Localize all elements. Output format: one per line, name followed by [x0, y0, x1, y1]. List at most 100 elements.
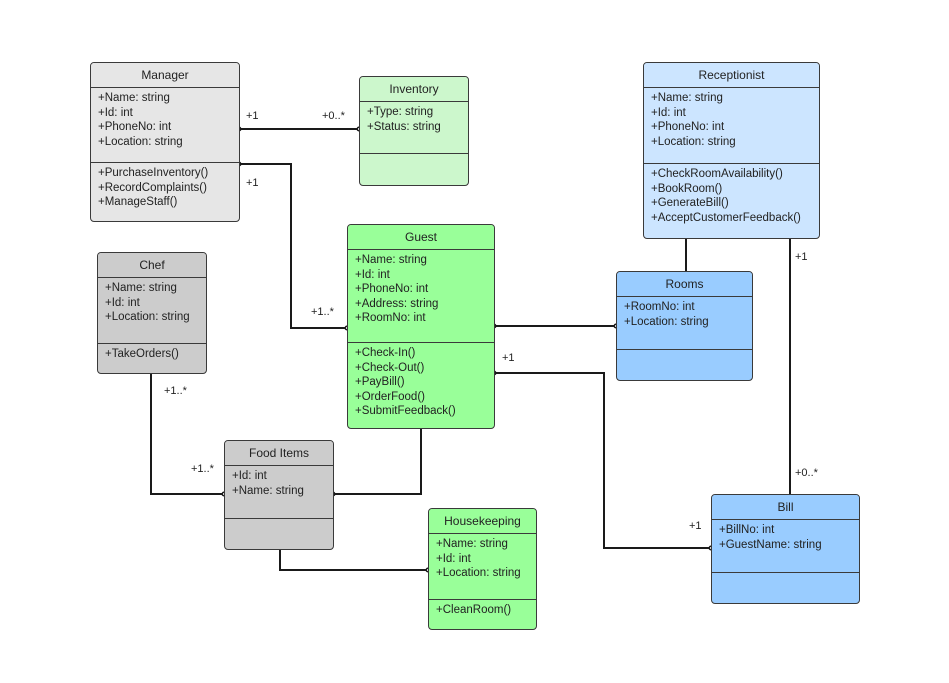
class-manager-attribute: +Name: string — [98, 92, 170, 104]
class-rooms-methods — [617, 349, 752, 380]
multiplicity-guest-bill-dst: +1 — [689, 520, 702, 532]
class-inventory-name: Inventory — [389, 82, 439, 96]
class-housekeeping-name: Housekeeping — [444, 514, 521, 528]
class-bill-attribute: +BillNo: int — [719, 524, 775, 536]
class-guest-attribute: +Address: string — [355, 297, 439, 310]
class-guest-attribute: +Id: int — [355, 268, 390, 281]
class-receptionist[interactable]: Receptionist +Name: string +Id: int +Phone… — [643, 62, 820, 239]
class-guest-attribute: +RoomNo: int — [355, 312, 426, 325]
class-guest-method: +PayBill() — [355, 376, 405, 389]
class-guest-header: Guest — [348, 225, 494, 250]
class-guest-method: +Check-Out() — [355, 361, 425, 374]
class-housekeeping-attribute: +Id: int — [436, 552, 471, 565]
class-guest-name: Guest — [404, 230, 437, 244]
class-manager-method: +RecordComplaints() — [98, 181, 207, 194]
class-chef-attribute: +Location: string — [105, 311, 190, 324]
multiplicity-receptionist-bill-dst: +0..* — [795, 467, 818, 479]
class-manager-attribute: +Location: string — [98, 135, 183, 148]
class-food-items-header: Food Items — [225, 441, 333, 466]
class-chef-methods: +TakeOrders() — [98, 343, 206, 373]
class-manager-name: Manager — [141, 68, 189, 82]
class-manager-method: +ManageStaff() — [98, 196, 178, 209]
class-chef-header: Chef — [98, 253, 206, 278]
multiplicity-manager-inventory-src: +1 — [246, 110, 259, 122]
class-food-items-attributes: +Id: int +Name: string — [225, 466, 333, 518]
association-fooditems-housekeeping — [279, 548, 428, 571]
class-chef-name: Chef — [139, 258, 165, 272]
class-guest-attribute: +PhoneNo: int — [355, 283, 429, 296]
class-chef-attributes: +Name: string +Id: int +Location: string — [98, 278, 206, 343]
class-inventory-header: Inventory — [360, 77, 468, 102]
class-rooms-attribute: +RoomNo: int — [624, 301, 695, 313]
class-housekeeping-attribute: +Location: string — [436, 567, 521, 580]
class-chef-method: +TakeOrders() — [105, 348, 179, 360]
class-food-items-attribute: +Id: int — [232, 470, 267, 482]
class-receptionist-header: Receptionist — [644, 63, 819, 88]
class-manager[interactable]: Manager +Name: string +Id: int +PhoneNo: i… — [90, 62, 240, 222]
class-food-items-methods — [225, 518, 333, 549]
class-rooms-attributes: +RoomNo: int +Location: string — [617, 297, 752, 349]
class-bill-methods — [712, 572, 859, 603]
class-receptionist-attributes: +Name: string +Id: int +PhoneNo: int+Locat… — [644, 88, 819, 163]
class-chef-attribute: +Id: int — [105, 296, 140, 309]
multiplicity-guest-bill-src: +1 — [502, 352, 515, 364]
class-inventory-attribute: +Type: string — [367, 106, 434, 118]
class-bill-attribute: +GuestName: string — [719, 538, 822, 551]
class-rooms-name: Rooms — [665, 277, 704, 291]
class-receptionist-method: +AcceptCustomerFeedback() — [651, 211, 801, 224]
class-manager-attributes: +Name: string +Id: int +PhoneNo: int+Locat… — [91, 88, 239, 162]
class-manager-methods: +PurchaseInventory() +RecordComplaints() +… — [91, 162, 239, 221]
class-rooms-attribute: +Location: string — [624, 315, 709, 328]
multiplicity-chef-fooditems-src: +1..* — [164, 385, 187, 397]
class-inventory-attributes: +Type: string +Status: string — [360, 102, 468, 153]
class-bill-name: Bill — [777, 500, 794, 514]
class-housekeeping[interactable]: Housekeeping +Name: string+Id: int+Locat… — [428, 508, 537, 630]
class-chef-attribute: +Name: string — [105, 282, 177, 294]
class-guest-attribute: +Name: string — [355, 254, 427, 266]
class-receptionist-attribute: +Id: int — [651, 106, 686, 119]
class-guest-attributes: +Name: string +Id: int +PhoneNo: int+Addre… — [348, 250, 494, 342]
class-receptionist-attribute: +PhoneNo: int — [651, 121, 725, 134]
class-housekeeping-attributes: +Name: string+Id: int+Location: string — [429, 534, 536, 599]
class-chef[interactable]: Chef +Name: string +Id: int +Location: str… — [97, 252, 207, 374]
multiplicity-receptionist-bill-src: +1 — [795, 251, 808, 263]
class-manager-attribute: +PhoneNo: int — [98, 121, 172, 134]
association-guest-fooditems — [333, 427, 422, 495]
class-receptionist-method: +BookRoom() — [651, 182, 723, 195]
multiplicity-manager-guest-src: +1 — [246, 177, 259, 189]
class-guest-method: +OrderFood() — [355, 390, 425, 403]
class-bill[interactable]: Bill +BillNo: int +GuestName: string — [711, 494, 860, 604]
class-rooms[interactable]: Rooms +RoomNo: int +Location: string — [616, 271, 753, 381]
class-receptionist-method: +GenerateBill() — [651, 197, 729, 210]
class-manager-attribute: +Id: int — [98, 106, 133, 119]
class-inventory-attribute: +Status: string — [367, 120, 441, 133]
class-housekeeping-method: +CleanRoom() — [436, 604, 512, 616]
class-food-items[interactable]: Food Items +Id: int +Name: string — [224, 440, 334, 550]
class-receptionist-attribute: +Name: string — [651, 92, 723, 104]
multiplicity-manager-inventory-dst: +0..* — [322, 110, 345, 122]
class-inventory[interactable]: Inventory +Type: string +Status: string — [359, 76, 469, 186]
class-receptionist-name: Receptionist — [698, 68, 765, 82]
class-manager-method: +PurchaseInventory() — [98, 167, 209, 179]
class-receptionist-method: +CheckRoomAvailability() — [651, 168, 783, 180]
association-guest-bill — [494, 372, 711, 549]
class-bill-attributes: +BillNo: int +GuestName: string — [712, 520, 859, 572]
class-rooms-header: Rooms — [617, 272, 752, 297]
class-guest-method: +Check-In() — [355, 347, 416, 359]
class-manager-header: Manager — [91, 63, 239, 88]
class-receptionist-attribute: +Location: string — [651, 135, 736, 148]
multiplicity-chef-fooditems-dst: +1..* — [191, 463, 214, 475]
class-inventory-methods — [360, 153, 468, 185]
multiplicity-manager-guest-dst: +1..* — [311, 306, 334, 318]
class-receptionist-methods: +CheckRoomAvailability() +BookRoom() +Gene… — [644, 163, 819, 238]
class-guest-method: +SubmitFeedback() — [355, 405, 456, 418]
class-housekeeping-methods: +CleanRoom() — [429, 599, 536, 629]
association-chef-fooditems — [150, 373, 224, 495]
class-guest-methods: +Check-In() +Check-Out() +PayBill()+OrderF… — [348, 342, 494, 428]
class-bill-header: Bill — [712, 495, 859, 520]
class-housekeeping-header: Housekeeping — [429, 509, 536, 534]
class-food-items-name: Food Items — [248, 446, 310, 460]
association-manager-guest — [239, 163, 347, 329]
class-guest[interactable]: Guest +Name: string +Id: int +PhoneNo: int… — [347, 224, 495, 429]
class-food-items-attribute: +Name: string — [232, 484, 304, 497]
